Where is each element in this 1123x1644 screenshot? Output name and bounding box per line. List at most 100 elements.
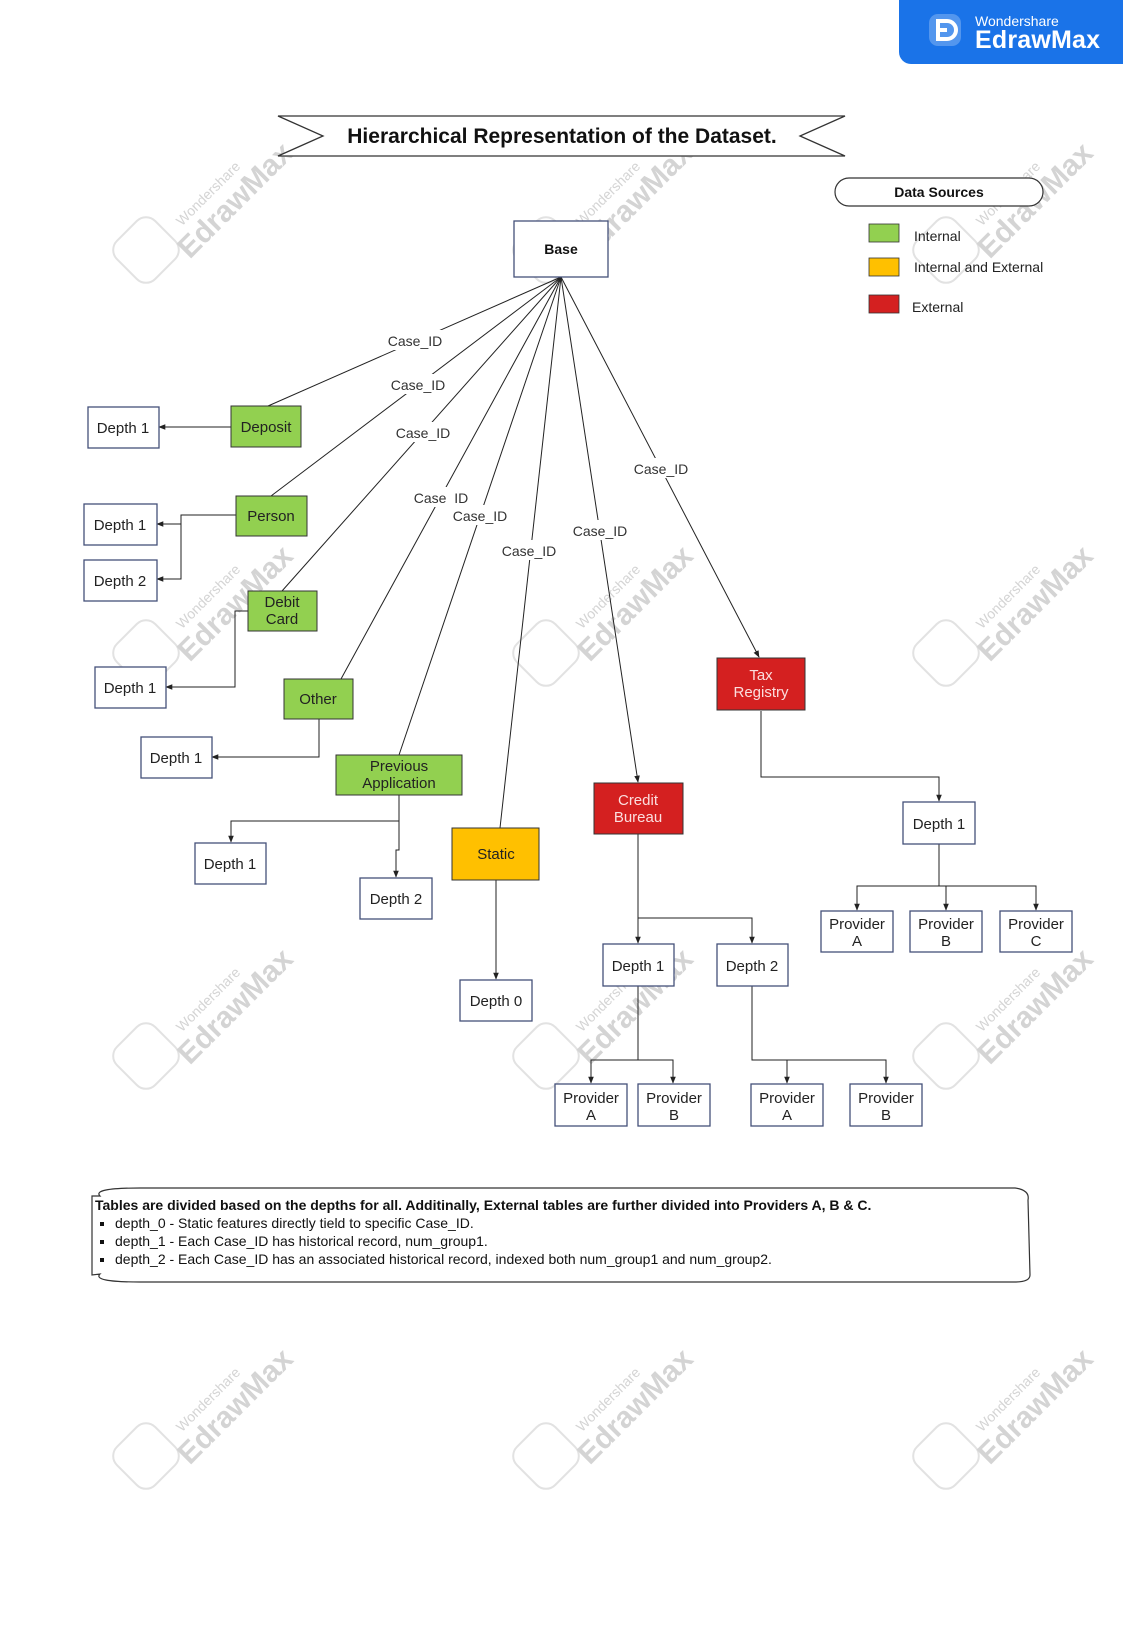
notes-frame	[91, 1187, 1031, 1283]
node-prev-depth1: Depth 1	[194, 842, 267, 885]
edge-label: Case_ID	[573, 523, 627, 539]
svg-text:Depth 1: Depth 1	[204, 856, 257, 873]
edrawmax-logo-icon	[929, 14, 961, 46]
edge-cbd1-providerA	[588, 986, 639, 1084]
svg-text:Depth 1: Depth 1	[97, 420, 150, 437]
node-person: Person	[235, 495, 308, 537]
brand-badge: Wondershare EdrawMax	[899, 0, 1123, 64]
node-other: Other	[283, 678, 354, 720]
edge-credit-depth2	[638, 917, 755, 944]
edge-label: Case_ID	[396, 425, 450, 441]
edge-label: Case_ID	[453, 508, 507, 524]
title-banner: Hierarchical Representation of the Datas…	[277, 115, 846, 157]
notes-panel: Tables are divided based on the depths f…	[95, 1196, 1025, 1268]
notes-title: Tables are divided based on the depths f…	[95, 1197, 872, 1213]
edge-cbd1-providerB	[638, 1059, 676, 1084]
svg-text:Depth 2: Depth 2	[726, 958, 779, 975]
legend-swatch-internal	[868, 223, 900, 243]
svg-text:Depth 1: Depth 1	[104, 680, 157, 697]
node-base: Base	[513, 220, 609, 278]
edge-person-depth1	[156, 514, 236, 527]
node-prev-depth2: Depth 2	[359, 877, 433, 920]
svg-text:Person: Person	[247, 508, 295, 525]
node-credit-depth1: Depth 1	[602, 943, 675, 987]
node-deposit-depth1: Depth 1	[87, 406, 160, 449]
legend-label-external: External	[912, 299, 963, 315]
edge-prev-depth2	[393, 821, 400, 878]
node-person-depth2: Depth 2	[83, 559, 158, 602]
svg-text:Depth 1: Depth 1	[94, 517, 147, 534]
node-credit-depth2: Depth 2	[716, 943, 789, 987]
svg-text:Depth 2: Depth 2	[94, 573, 147, 590]
edge-base-other	[340, 276, 562, 680]
svg-text:Depth 0: Depth 0	[470, 993, 523, 1010]
legend-label-mixed: Internal and External	[914, 259, 1043, 275]
edge-other-depth1	[211, 718, 320, 760]
edge-label: Case_ID	[391, 377, 445, 393]
svg-text:Depth 1: Depth 1	[612, 958, 665, 975]
svg-text:Depth 1: Depth 1	[913, 816, 966, 833]
legend-label-internal: Internal	[914, 228, 961, 244]
notes-list: depth_0 - Static features directly tield…	[95, 1214, 1025, 1268]
edge-cbd2-providerA	[751, 986, 790, 1084]
edge-taxd1-providerC	[946, 885, 1039, 911]
edge-label: Case_ID	[388, 333, 442, 349]
svg-text:Base: Base	[544, 241, 578, 257]
edge-taxd1-providerB	[939, 885, 949, 911]
node-debit-depth1: Depth 1	[94, 666, 167, 709]
edge-cbd2-providerB	[787, 1059, 889, 1084]
node-deposit: Deposit	[230, 405, 302, 448]
page-title: Hierarchical Representation of the Datas…	[347, 125, 776, 148]
notes-item: depth_2 - Each Case_ID has an associated…	[115, 1250, 1025, 1268]
notes-item: depth_1 - Each Case_ID has historical re…	[115, 1232, 1025, 1250]
legend: Data Sources Internal Internal and Exter…	[834, 177, 1044, 315]
node-static: Static	[451, 827, 540, 881]
svg-text:Other: Other	[299, 691, 337, 708]
notes-item: depth_0 - Static features directly tield…	[115, 1214, 1025, 1232]
edge-label: Case_ID	[634, 461, 688, 477]
edge-label: Case_ID	[414, 490, 468, 506]
edge-label: Case_ID	[502, 543, 556, 559]
node-other-depth1: Depth 1	[140, 736, 213, 779]
edge-taxd1-providerA	[854, 844, 940, 911]
legend-title: Data Sources	[894, 184, 984, 200]
legend-swatch-external	[868, 294, 900, 314]
edge-person-depth2	[156, 515, 182, 582]
svg-text:Static: Static	[477, 846, 515, 863]
brand-sub: Wondershare	[975, 13, 1059, 29]
brand-main: EdrawMax	[975, 26, 1101, 54]
svg-text:Depth 2: Depth 2	[370, 891, 423, 908]
node-tax-depth1: Depth 1	[902, 801, 976, 845]
legend-swatch-mixed	[868, 257, 900, 277]
edge-tax-depth1	[760, 711, 942, 802]
node-person-depth1: Depth 1	[83, 503, 158, 546]
edge-debit-depth1	[165, 610, 248, 690]
node-static-depth0: Depth 0	[459, 979, 533, 1022]
edge-prev-depth1	[228, 795, 400, 843]
svg-text:Depth 1: Depth 1	[150, 750, 203, 767]
svg-text:Deposit: Deposit	[241, 419, 293, 436]
